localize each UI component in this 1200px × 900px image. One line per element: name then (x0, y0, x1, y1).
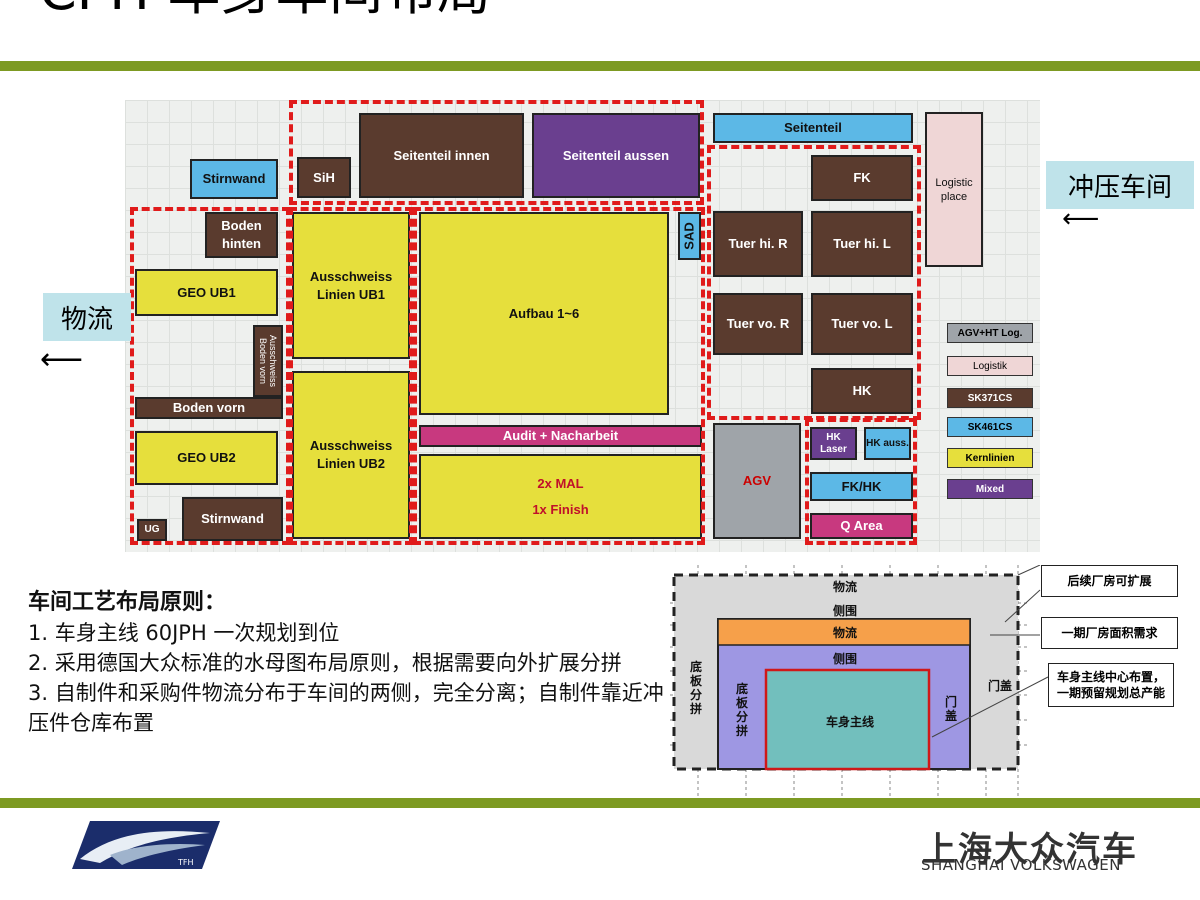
diagram-lines (670, 565, 1049, 800)
bottom-divider (0, 798, 1200, 808)
block-ausschweiss-boden-vorn: Ausschweiss Boden vorn (253, 325, 283, 397)
diagram-main-line: 车身主线 (825, 715, 874, 729)
block-logistic-place: Logistic place (925, 112, 983, 267)
principle-1: 1. 车身主线 60JPH 一次规划到位 (28, 621, 340, 645)
principle-3: 3. 自制件和采购件物流分布于车间的两侧，完全分离；自制件靠近冲压件仓库布置 (28, 681, 664, 735)
block-tuer-vo-l: Tuer vo. L (811, 293, 913, 355)
block-seitenteil-aussen: Seitenteil aussen (532, 113, 700, 198)
block-mal-finish: 2x MAL 1x Finish (419, 454, 702, 539)
principle-2: 2. 采用德国大众标准的水母图布局原则，根据需要向外扩展分拼 (28, 651, 622, 675)
note-center-line: 车身主线中心布置， 一期预留规划总产能 (1048, 663, 1174, 707)
block-q-area: Q Area (810, 513, 913, 539)
block-audit-nacharbeit: Audit + Nacharbeit (419, 425, 702, 447)
block-seitenteil: Seitenteil (713, 113, 913, 143)
block-ug: UG (137, 519, 167, 541)
block-fk-hk: FK/HK (810, 472, 913, 501)
block-stirnwand-bottom: Stirnwand (182, 497, 283, 541)
block-stirnwand-top: Stirnwand (190, 159, 278, 199)
zone-closures (707, 145, 921, 420)
block-boden-hinten: Boden hinten (205, 212, 278, 258)
note-center-line-1: 车身主线中心布置， (1056, 670, 1165, 684)
block-hk-auss: HK auss. (864, 427, 911, 460)
block-tuer-vo-r: Tuer vo. R (713, 293, 803, 355)
block-tuer-hi-r: Tuer hi. R (713, 211, 803, 277)
diagram-doors-inner: 门盖 (944, 695, 957, 723)
zone-hk-fk (805, 418, 917, 545)
block-agv: AGV (713, 423, 801, 539)
block-fk: FK (811, 155, 913, 201)
block-ausschweiss-ub1: Ausschweiss Linien UB1 (292, 212, 410, 359)
block-seitenteil-innen: Seitenteil innen (359, 113, 524, 198)
legend-sk371cs: SK371CS (947, 388, 1033, 408)
block-hk: HK (811, 368, 913, 414)
diagram-orange-logistics: 物流 (832, 626, 857, 640)
tfh-logo-icon: TFH (72, 821, 220, 869)
block-hk-laser: HK Laser (810, 427, 857, 460)
legend-mixed: Mixed (947, 479, 1033, 499)
note-expandable: 后续厂房可扩展 (1041, 565, 1178, 597)
block-boden-vorn: Boden vorn (135, 397, 283, 419)
zone-underbody (130, 207, 290, 545)
block-sad: SAD (678, 212, 701, 260)
finish-label: 1x Finish (532, 501, 589, 517)
block-geo-ub1: GEO UB1 (135, 269, 278, 316)
zone-ausschweiss (289, 207, 413, 545)
svg-text:TFH: TFH (177, 858, 194, 867)
mal-label: 2x MAL (537, 475, 584, 491)
legend-agv-ht-log: AGV+HT Log. (947, 323, 1033, 343)
press-shop-arrow-icon: ⟵ (1062, 204, 1100, 234)
brand-name-cn: 上海大众汽车 (922, 830, 1138, 870)
note-phase1-area: 一期厂房面积需求 (1041, 617, 1178, 649)
logistics-callout: 物流 (43, 293, 131, 341)
block-tuer-hi-l: Tuer hi. L (811, 211, 913, 277)
slide-title: CPH 车身车间布局 (35, 0, 495, 22)
zone-side-panel (289, 100, 704, 205)
jellyfish-diagram: 物流 侧围 物流 侧围 底板分拼 底板分拼 车身主线 门盖 门盖 后续厂房可扩展… (670, 565, 1200, 800)
floor-plan: Seitenteil innen Seitenteil aussen Seite… (125, 100, 1040, 552)
block-sih: SiH (297, 157, 351, 198)
legend-logistik: Logistik (947, 356, 1033, 376)
diagram-side-top: 侧围 (832, 604, 857, 618)
diagram-top-logistics: 物流 (832, 580, 857, 594)
note-center-line-2: 一期预留规划总产能 (1056, 686, 1165, 700)
principles-heading: 车间工艺布局原则： (28, 590, 227, 615)
diagram-underbody-outer: 底板分拼 (689, 660, 702, 716)
zone-aufbau (413, 207, 705, 545)
block-geo-ub2: GEO UB2 (135, 431, 278, 485)
diagram-doors-outer: 门盖 (987, 679, 1012, 693)
brand-name-en: SHANGHAI VOLKSWAGEN (921, 856, 1121, 874)
legend-kernlinien: Kernlinien (947, 448, 1033, 468)
top-divider (0, 61, 1200, 71)
diagram-side-mid: 侧围 (832, 652, 857, 666)
diagram-underbody-inner: 底板分拼 (735, 682, 748, 738)
block-aufbau: Aufbau 1~6 (419, 212, 669, 415)
press-shop-callout: 冲压车间 (1046, 161, 1194, 209)
legend-sk461cs: SK461CS (947, 417, 1033, 437)
logistics-arrow-icon: ⟵ (40, 342, 84, 377)
layout-principles: 车间工艺布局原则： 1. 车身主线 60JPH 一次规划到位 2. 采用德国大众… (28, 588, 668, 738)
